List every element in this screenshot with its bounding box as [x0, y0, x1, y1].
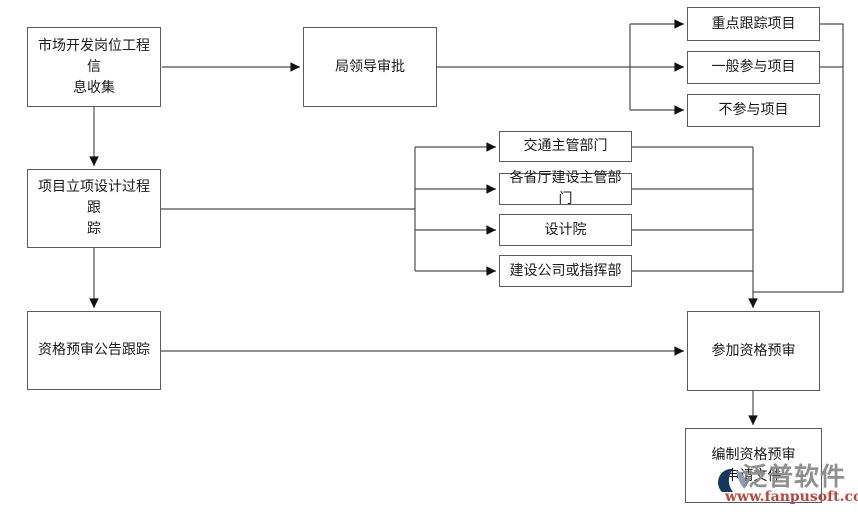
node-participate-prequalification: 参加资格预审	[687, 311, 820, 391]
node-market-info-collection: 市场开发岗位工程信 息收集	[27, 27, 161, 107]
connector-key-to-right-rail	[753, 23, 844, 293]
node-transport-authority: 交通主管部门	[499, 131, 632, 162]
node-prepare-prequalification-docs: 编制资格预审 申请文件	[685, 428, 822, 503]
node-bureau-leader-approval: 局领导审批	[303, 27, 437, 107]
node-key-tracking-project: 重点跟踪项目	[687, 7, 820, 41]
node-no-participation-project: 不参与项目	[687, 94, 820, 127]
node-construction-company-or-hq: 建设公司或指挥部	[499, 255, 632, 287]
node-provincial-construction-authority: 各省厅建设主管部门	[499, 170, 632, 207]
node-design-institute: 设计院	[499, 214, 632, 246]
node-project-initiation-design-tracking: 项目立项设计过程跟 踪	[27, 169, 161, 248]
node-general-participation-project: 一般参与项目	[687, 51, 820, 84]
node-prequalification-announcement-tracking: 资格预审公告跟踪	[27, 311, 161, 390]
